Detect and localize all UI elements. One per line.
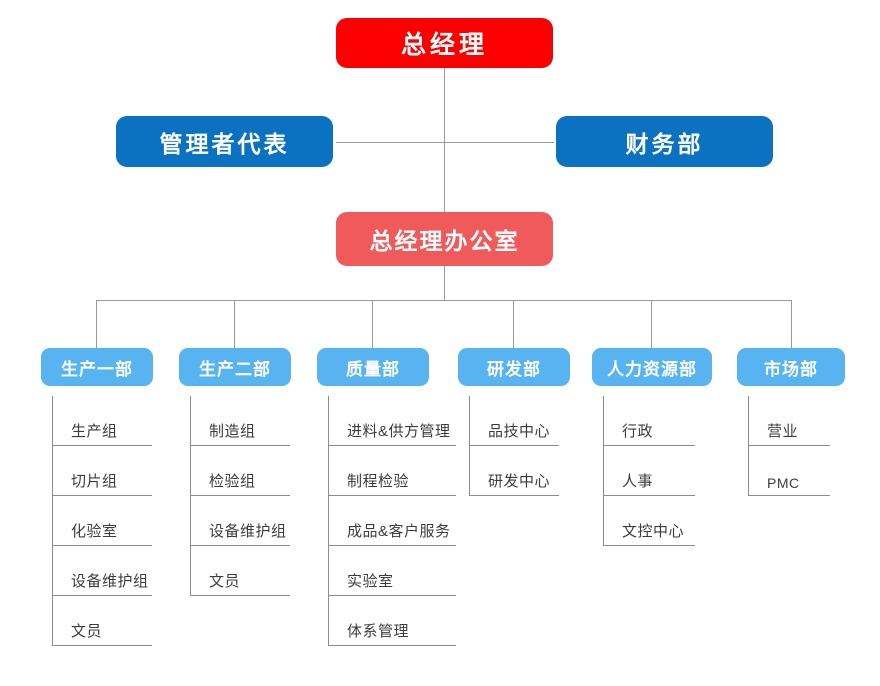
node-department-quality[interactable]: 质量部 — [317, 348, 429, 386]
connector-drop-dept-6 — [791, 300, 792, 348]
leaf-item[interactable]: 体系管理 — [328, 596, 456, 646]
leaf-list-hr: 行政 人事 文控中心 — [603, 396, 695, 546]
leaf-item[interactable]: 检验组 — [190, 446, 290, 496]
node-finance-department[interactable]: 财务部 — [556, 116, 773, 167]
node-label: 财务部 — [625, 130, 704, 157]
node-label: 人力资源部 — [607, 359, 697, 379]
connector-drop-dept-1 — [96, 300, 97, 348]
connector-drop-dept-2 — [234, 300, 235, 348]
leaf-item[interactable]: 文员 — [52, 596, 152, 646]
connector-level2-bus — [336, 142, 554, 143]
connector-office-down — [444, 142, 445, 212]
leaf-list-marketing: 营业 PMC — [748, 396, 830, 496]
node-department-hr[interactable]: 人力资源部 — [592, 348, 712, 386]
connector-drop-dept-3 — [372, 300, 373, 348]
node-label: 质量部 — [346, 359, 400, 379]
leaf-item[interactable]: 设备维护组 — [190, 496, 290, 546]
leaf-item[interactable]: 设备维护组 — [52, 546, 152, 596]
node-label: 市场部 — [764, 359, 818, 379]
leaf-item[interactable]: 制造组 — [190, 396, 290, 446]
leaf-item[interactable]: 品技中心 — [469, 396, 559, 446]
leaf-item[interactable]: 文员 — [190, 546, 290, 596]
leaf-item[interactable]: PMC — [748, 446, 830, 496]
node-general-manager[interactable]: 总经理 — [336, 18, 553, 68]
node-department-rnd[interactable]: 研发部 — [458, 348, 570, 386]
leaf-item[interactable]: 生产组 — [52, 396, 152, 446]
leaf-item[interactable]: 人事 — [603, 446, 695, 496]
leaf-item[interactable]: 营业 — [748, 396, 830, 446]
leaf-list-production-1: 生产组 切片组 化验室 设备维护组 文员 — [52, 396, 152, 646]
node-general-manager-office[interactable]: 总经理办公室 — [336, 212, 553, 266]
connector-ceo-down — [444, 68, 445, 142]
leaf-list-production-2: 制造组 检验组 设备维护组 文员 — [190, 396, 290, 596]
leaf-item[interactable]: 行政 — [603, 396, 695, 446]
node-label: 总经理办公室 — [369, 228, 520, 254]
node-label: 研发部 — [487, 359, 541, 379]
leaf-item[interactable]: 实验室 — [328, 546, 456, 596]
node-label: 生产一部 — [61, 359, 133, 379]
node-department-production-1[interactable]: 生产一部 — [41, 348, 153, 386]
leaf-list-rnd: 品技中心 研发中心 — [469, 396, 559, 496]
node-label: 生产二部 — [199, 359, 271, 379]
leaf-item[interactable]: 切片组 — [52, 446, 152, 496]
leaf-list-quality: 进料&供方管理 制程检验 成品&客户服务 实验室 体系管理 — [328, 396, 456, 646]
leaf-item[interactable]: 研发中心 — [469, 446, 559, 496]
node-department-production-2[interactable]: 生产二部 — [179, 348, 291, 386]
leaf-item[interactable]: 成品&客户服务 — [328, 496, 456, 546]
connector-drop-dept-4 — [513, 300, 514, 348]
node-label: 总经理 — [400, 31, 488, 59]
connector-drop-dept-5 — [651, 300, 652, 348]
node-label: 管理者代表 — [159, 130, 290, 157]
node-department-marketing[interactable]: 市场部 — [737, 348, 845, 386]
connector-office-to-depts — [444, 266, 445, 301]
leaf-item[interactable]: 文控中心 — [603, 496, 695, 546]
leaf-item[interactable]: 制程检验 — [328, 446, 456, 496]
leaf-item[interactable]: 化验室 — [52, 496, 152, 546]
connector-dept-bus — [96, 300, 792, 301]
leaf-item[interactable]: 进料&供方管理 — [328, 396, 456, 446]
node-management-representative[interactable]: 管理者代表 — [116, 116, 333, 167]
